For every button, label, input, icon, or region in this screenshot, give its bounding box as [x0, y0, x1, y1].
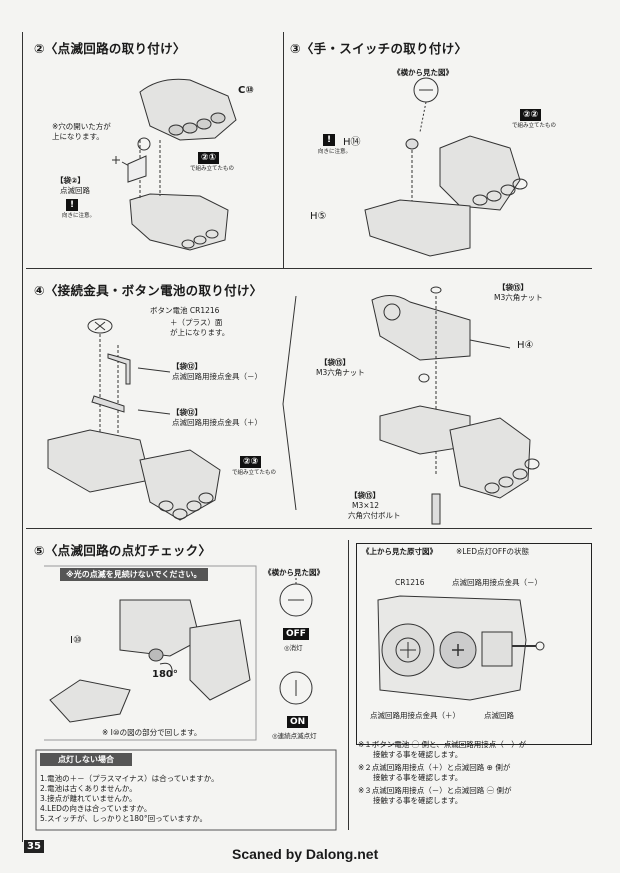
h14-label: H⑭ [343, 137, 361, 148]
sticker-21: ②① [198, 152, 220, 164]
divider-middle [26, 528, 592, 529]
fail-item: 3.接点が離れていませんか。 [40, 794, 137, 803]
fail-item: 1.電池の＋－（プラスマイナス）は合っていますか。 [40, 774, 219, 783]
scan-credit: Scaned by Dalong.net [232, 846, 379, 862]
page-number: 35 [24, 840, 44, 853]
top-view-label: 《上から見た原寸図》 [362, 547, 437, 556]
direction-note-3: 向きに注意。 [318, 149, 352, 155]
sticker-22-note: で組み立てたもの [512, 123, 557, 129]
bolt-name-label: 六角穴付ボルト [348, 511, 401, 520]
top-contact-minus-label: 点滅回路用接点金具（－） [452, 578, 542, 587]
sticker-21-note: で組み立てたもの [190, 166, 235, 172]
divider-top [26, 268, 592, 269]
note-line: ※２点滅回路用接点（＋）と点滅回路 ⊕ 側が [358, 763, 511, 772]
on-badge: ON [287, 716, 309, 728]
bag-15c-label: 【袋⑮】 [350, 491, 380, 500]
cr1216-label: CR1216 [395, 578, 425, 587]
top-contact-plus-label: 点滅回路用接点金具（＋） [370, 711, 460, 720]
frame-part-icon [129, 193, 229, 251]
divider-vertical-bottom [348, 540, 349, 830]
nut-top-label: M3六角ナット [494, 293, 543, 302]
direction-note: 向きに注意。 [62, 213, 96, 219]
top-circuit-label: 点滅回路 [484, 711, 514, 720]
i10-label: I⑩ [70, 635, 82, 646]
led-state-label: ※LED点灯OFFの状態 [456, 547, 530, 556]
fail-item: 4.LEDの向きは合っていますか。 [40, 804, 152, 813]
warning-icon: ! [66, 199, 78, 211]
side-view-label-3: 《横から見た図》 [393, 68, 453, 77]
off-note: ◎消灯 [284, 644, 303, 652]
sticker-23-note: で組み立てたもの [232, 470, 277, 476]
plus-note: ＋（プラス）面 が上になります。 [170, 318, 230, 337]
hand-part-icon [139, 78, 237, 141]
section-4-title: ④〈接続金具・ボタン電池の取り付け〉 [34, 283, 263, 298]
battery-icon [87, 318, 113, 334]
section-2-title: ②〈点滅回路の取り付け〉 [34, 41, 186, 56]
side-view-label-5: 《横から見た図》 [264, 568, 324, 577]
switch-side-view-icon [413, 77, 439, 133]
note-line: ※３点滅回路用接点（－）と点滅回路 ㊀ 側が [358, 786, 512, 795]
note-line: 接触する事を確認します。 [358, 796, 463, 805]
bag-15-label: 【袋⑮】 [498, 283, 528, 292]
note-line: ※１ボタン電池 ㊀ 側と、点滅回路用接点（－）が [358, 740, 527, 749]
switch-on-icon [279, 671, 313, 705]
nut-mid-label: M3六角ナット [316, 368, 365, 377]
contact-notes: ※１ボタン電池 ㊀ 側と、点滅回路用接点（－）が 接触する事を確認します。 ※２… [358, 740, 592, 806]
angle-label: 180° [152, 669, 178, 680]
h4-label: H④ [517, 340, 534, 351]
divider-vertical-top [283, 32, 284, 268]
note-line: 接触する事を確認します。 [358, 750, 463, 759]
sticker-22: ②② [520, 109, 542, 121]
hole-note: ※穴の開いた方が 上になります。 [52, 122, 111, 141]
fail-title: 点灯しない場合 [40, 753, 132, 766]
bag-2-label: 【袋②】 [56, 176, 85, 185]
bag-12b-label: 【袋⑫】 [172, 408, 202, 417]
light-warning-bar: ※光の点滅を見続けないでください。 [60, 568, 208, 581]
battery-label: ボタン電池 CR1216 [150, 306, 220, 315]
section-5-title: ⑤〈点滅回路の点灯チェック〉 [34, 543, 212, 558]
bag-15b-label: 【袋⑮】 [320, 358, 350, 367]
contact-plus-label: 点滅回路用接点金具（＋） [172, 418, 262, 427]
fail-item: 5.スイッチが、しっかりと180°回っていますか。 [40, 814, 208, 823]
sticker-23: ②③ [240, 456, 262, 468]
bolt-size-label: M3×12 [352, 501, 380, 510]
page-left-border [22, 32, 23, 842]
fail-item: 2.電池は古くありませんか。 [40, 784, 137, 793]
note-line: 接触する事を確認します。 [358, 773, 463, 782]
on-note: ◎連続点滅点灯 [272, 732, 317, 740]
part-c10-label: C⑩ [238, 85, 254, 96]
fail-list: 1.電池の＋－（プラスマイナス）は合っていますか。 2.電池は古くありませんか。… [40, 774, 219, 824]
off-badge: OFF [283, 628, 309, 640]
section-3-title: ③〈手・スイッチの取り付け〉 [290, 41, 468, 56]
warning-icon-3: ! [323, 134, 335, 146]
contact-minus-label: 点滅回路用接点金具（－） [172, 372, 262, 381]
circuit-label: 点滅回路 [60, 186, 90, 195]
switch-off-icon [279, 583, 313, 617]
bag-12a-label: 【袋⑫】 [172, 362, 202, 371]
h5-label: H⑤ [310, 211, 327, 222]
rotate-note: ※ I⑩の図の部分で回します。 [102, 728, 202, 737]
